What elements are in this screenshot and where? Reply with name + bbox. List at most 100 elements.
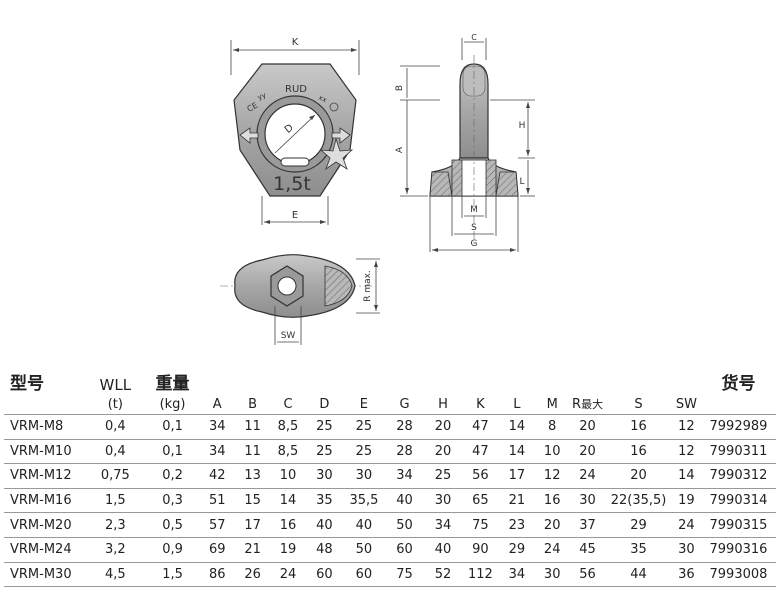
- r-header-suffix: 最大: [581, 398, 604, 411]
- cell-weight: 1,5: [162, 566, 183, 582]
- r-header-letter: R: [572, 397, 582, 412]
- section-hatch-right: [495, 171, 519, 197]
- cell-sw: 12: [678, 443, 695, 459]
- bore-circle: [277, 276, 297, 296]
- cell-m: 20: [543, 517, 561, 533]
- cell-e: 50: [355, 542, 373, 558]
- cell-m: 16: [543, 493, 561, 509]
- cell-d: 48: [316, 542, 333, 558]
- cell-e: 40: [355, 517, 373, 533]
- weight-unit: (kg): [159, 396, 186, 412]
- cell-r-max: 56: [579, 566, 596, 582]
- cell-s: 16: [630, 419, 647, 435]
- xx-mark: xx: [317, 94, 328, 105]
- cell-model: VRM-M24: [10, 542, 72, 558]
- cell-c: 10: [279, 468, 297, 484]
- cell-sw: 19: [678, 493, 695, 509]
- header-k: K: [476, 396, 485, 412]
- cell-h: 20: [434, 443, 452, 459]
- k-arrow-right-icon: [351, 48, 357, 52]
- a-label: A: [395, 146, 405, 153]
- cell-s: 16: [630, 443, 647, 459]
- m-label: M: [470, 205, 478, 215]
- cell-d: 35: [316, 493, 333, 509]
- cell-model: VRM-M20: [10, 517, 72, 533]
- cell-e: 25: [355, 419, 373, 435]
- cell-m: 30: [543, 566, 561, 582]
- cell-a: 86: [208, 566, 226, 582]
- side-view: C B A H L M: [395, 33, 535, 252]
- bottom-view: SW R max.: [220, 254, 380, 345]
- s-label: S: [471, 223, 477, 233]
- cell-d: 25: [316, 419, 333, 435]
- cell-b: 13: [244, 468, 261, 484]
- h-label: H: [519, 121, 526, 131]
- cell-k: 75: [472, 517, 489, 533]
- a-arrow-icon: [405, 188, 409, 194]
- header-row-primary: 型号 WLL 重量 货号: [4, 368, 776, 394]
- cell-part-no: 7990314: [709, 493, 768, 509]
- k-arrow-left-icon: [233, 48, 239, 52]
- cell-d: 40: [316, 517, 333, 533]
- h-arrow-bottom-icon: [526, 150, 530, 156]
- cell-g: 60: [396, 542, 413, 558]
- cell-weight: 0,5: [162, 517, 183, 533]
- logo-circle-icon: [329, 102, 339, 112]
- front-view: K D RUD CE yy xx 1,5t E: [230, 37, 360, 225]
- cell-l: 23: [508, 517, 526, 533]
- cell-k: 47: [472, 419, 489, 435]
- bottom-section-hatch: [324, 265, 353, 307]
- cell-s: 44: [630, 566, 647, 582]
- eye-slot: [280, 157, 310, 167]
- cell-weight: 0,3: [162, 493, 183, 509]
- cell-m: 8: [548, 419, 557, 435]
- cell-l: 14: [508, 443, 526, 459]
- cell-weight: 0,2: [162, 468, 183, 484]
- cell-s: 35: [630, 542, 647, 558]
- h-arrow-top-icon: [526, 102, 530, 108]
- cell-h: 25: [434, 468, 452, 484]
- cell-g: 28: [396, 443, 413, 459]
- c-label: C: [471, 33, 477, 42]
- cell-h: 40: [434, 542, 452, 558]
- model-header: 型号: [10, 374, 44, 394]
- cell-c: 24: [279, 566, 297, 582]
- cell-part-no: 7993008: [709, 566, 768, 582]
- r-arrow-top-icon: [374, 261, 378, 267]
- cell-wll: 0,4: [104, 443, 126, 459]
- cell-c: 8,5: [277, 443, 299, 459]
- yy-mark: yy: [256, 91, 267, 102]
- header-c: C: [283, 396, 293, 412]
- technical-drawing: K D RUD CE yy xx 1,5t E: [220, 33, 535, 345]
- header-r-max: R最大: [570, 394, 605, 415]
- load-rating-emboss: 1,5t: [273, 173, 311, 195]
- cell-a: 34: [208, 443, 226, 459]
- g-label: G: [471, 239, 478, 249]
- header-d: D: [319, 396, 330, 412]
- cell-c: 8,5: [277, 419, 299, 435]
- cell-sw: 30: [678, 542, 695, 558]
- right-arrow-icon: [331, 127, 351, 144]
- header-e: E: [359, 396, 369, 412]
- cell-k: 56: [472, 468, 489, 484]
- cell-a: 34: [208, 419, 226, 435]
- g-arrow-left-icon: [432, 248, 438, 252]
- cell-k: 90: [472, 542, 489, 558]
- r-max-label: R max.: [363, 270, 373, 302]
- cell-model: VRM-M16: [10, 493, 72, 509]
- cell-m: 12: [543, 468, 561, 484]
- header-g: G: [399, 396, 410, 412]
- left-arrow-icon: [239, 127, 259, 144]
- cell-k: 65: [472, 493, 489, 509]
- header-m: M: [546, 396, 558, 412]
- cell-a: 69: [208, 542, 226, 558]
- header-row-secondary: (t) (kg) A B C D E G H K L M R最大 S SW: [4, 394, 776, 415]
- section-hatch-left: [429, 171, 453, 197]
- cell-s: 20: [630, 468, 647, 484]
